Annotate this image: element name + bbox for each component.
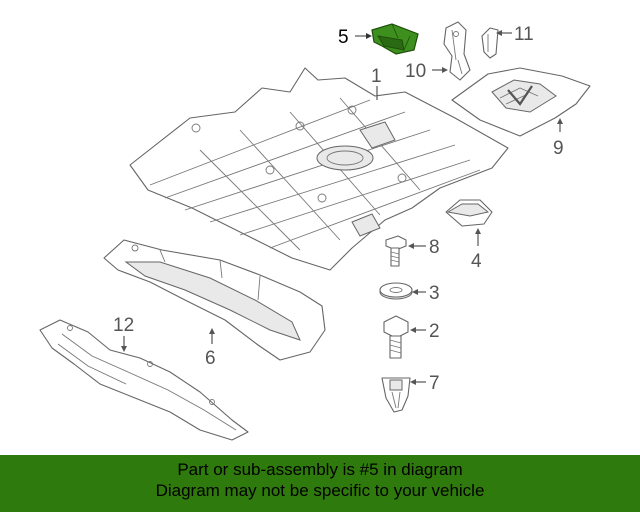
callout-6: 6 — [205, 348, 216, 369]
callout-2: 2 — [429, 321, 440, 342]
banner-line-2: Diagram may not be specific to your vehi… — [155, 481, 485, 500]
part-6-side-shield[interactable] — [103, 239, 326, 361]
callout-10: 10 — [405, 61, 426, 82]
callout-9: 9 — [553, 138, 564, 159]
callout-labels: 5 1 10 11 9 4 8 3 2 7 6 12 — [113, 24, 564, 394]
part-1-underbody-shield[interactable] — [129, 67, 509, 271]
part-4-cover[interactable] — [445, 199, 493, 227]
leader-2-arrow — [410, 327, 416, 333]
callout-4: 4 — [471, 251, 482, 272]
parts-diagram: 5 1 10 11 9 4 8 3 2 7 6 12 — [39, 21, 591, 441]
part-2-bolt[interactable] — [383, 315, 409, 359]
part-5-bracket[interactable] — [371, 23, 419, 55]
leader-10-arrow — [442, 67, 448, 73]
part-12-deflector[interactable] — [39, 319, 249, 441]
leader-9-arrow — [557, 118, 563, 124]
leader-3-arrow — [412, 289, 418, 295]
callout-12: 12 — [113, 315, 134, 336]
callout-3: 3 — [429, 283, 440, 304]
leader-lines — [121, 30, 563, 385]
callout-5: 5 — [338, 27, 349, 48]
callout-11: 11 — [514, 24, 534, 45]
part-7-clip[interactable] — [381, 377, 411, 413]
leader-4-arrow — [475, 228, 481, 234]
banner-line-1: Part or sub-assembly is #5 in diagram — [177, 460, 463, 479]
part-10-bracket[interactable] — [443, 21, 471, 81]
callout-1: 1 — [371, 66, 382, 87]
leader-8-arrow — [408, 243, 414, 249]
callout-8: 8 — [429, 237, 440, 258]
leader-12-arrow — [121, 346, 127, 352]
part-11-bracket[interactable] — [481, 27, 499, 59]
leader-6-arrow — [209, 328, 215, 334]
part-8-bolt[interactable] — [385, 235, 407, 267]
leader-7-arrow — [410, 379, 416, 385]
info-banner: Part or sub-assembly is #5 in diagram Di… — [0, 455, 640, 512]
part-9-rear-shield[interactable] — [451, 67, 591, 137]
part-3-washer[interactable] — [379, 282, 413, 300]
callout-7: 7 — [429, 373, 440, 394]
leader-5-arrow — [366, 33, 372, 39]
leader-11-arrow — [496, 30, 502, 36]
